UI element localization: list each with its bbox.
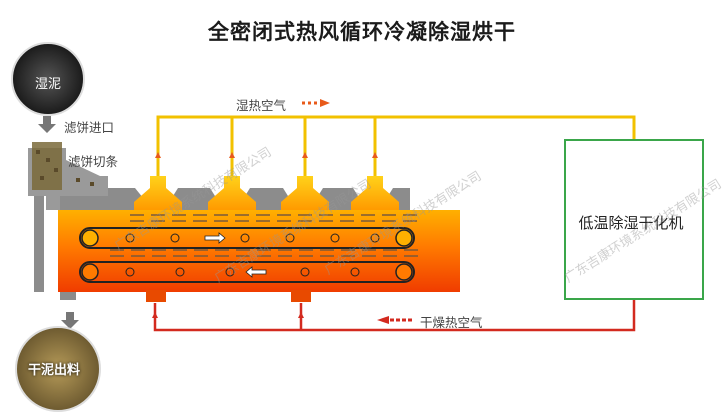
wet-sludge-label: 湿泥 [34,77,61,92]
diagram-title: 全密闭式热风循环冷凝除湿烘干 [208,20,516,44]
dry-air-duct [153,299,636,332]
airflow-dashes [110,214,420,257]
filter-cake-inlet-label: 滤饼进口 [64,120,115,135]
dehumidifier-box [564,139,704,300]
humid-air-duct [156,115,636,176]
down-arrows [38,116,79,329]
conveyor-lower [79,261,415,283]
dryer-body [58,210,460,292]
dry-sludge-output-label: 干泥出料 [28,363,81,378]
exhaust-hoppers [134,176,399,210]
dry-sludge-image [15,326,101,412]
wet-sludge-image [11,42,85,116]
flow-arrows [152,152,378,318]
dry-air-arrow [377,316,414,324]
filter-cake-cutting-label: 滤饼切条 [68,154,119,169]
humid-hot-air-label: 湿热空气 [236,98,287,113]
cutter-chute [28,142,108,300]
dry-hot-air-label: 干燥热空气 [420,315,483,330]
conveyor-upper [79,227,415,249]
dehumidifier-label: 低温除湿干化机 [578,214,684,232]
humid-air-arrow [302,99,330,107]
